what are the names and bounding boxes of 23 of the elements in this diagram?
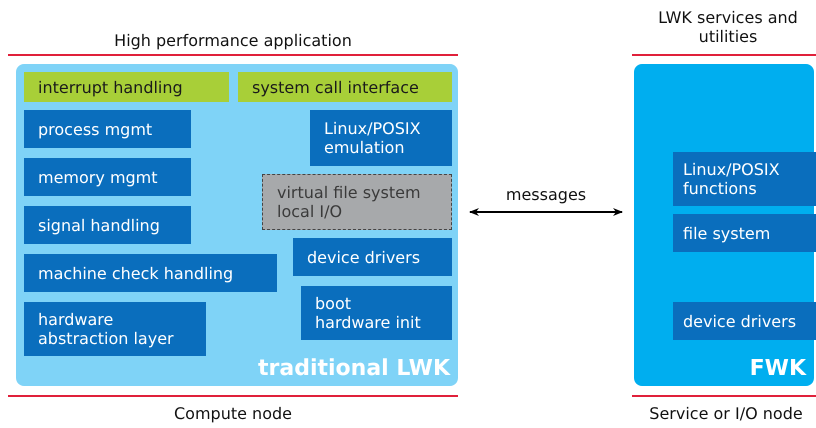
system-panel [16,64,458,386]
caption-text: LWK services and utilities [657,8,799,46]
panel-title: traditional LWK [258,356,450,382]
module-box: device drivers [293,238,452,276]
module-box: machine check handling [24,254,277,292]
module-box: virtual file system local I/O [262,174,452,230]
module-box: signal handling [24,206,191,244]
module-box: process mgmt [24,110,191,148]
caption-text: Compute node [173,404,293,423]
double-arrow [469,208,623,216]
module-box: memory mgmt [24,158,191,196]
module-box: interrupt handling [24,72,229,102]
panel-title: FWK [750,356,806,382]
module-box: Linux/POSIX emulation [310,110,452,166]
system-panel [634,64,814,386]
module-box: hardware abstraction layer [24,302,206,356]
module-box: system call interface [238,72,452,102]
module-box: boot hardware init [301,286,452,340]
caption-text: Service or I/O node [648,404,804,423]
module-box: file system [673,214,816,252]
caption-text: High performance application [113,31,353,50]
module-box: device drivers [673,302,816,340]
module-box: Linux/POSIX functions [673,152,816,206]
